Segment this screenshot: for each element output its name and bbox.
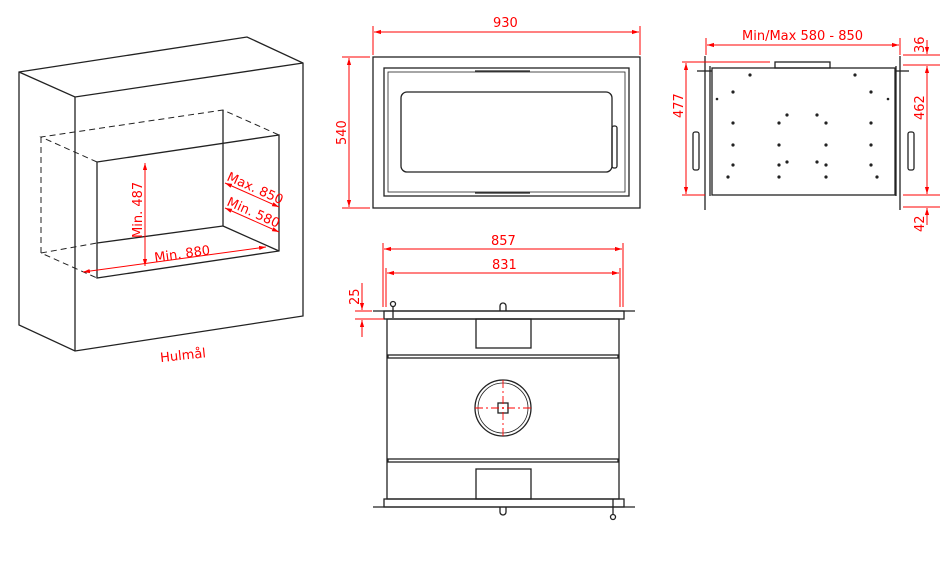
door-handle: [611, 125, 618, 169]
front-width-label: 930: [493, 16, 518, 31]
depth-range-label: Min/Max 580 - 850: [742, 29, 863, 44]
recess-isometric-view: Min. 487 Min. 880 Max. 850 Min. 580 Hulm…: [18, 36, 304, 366]
left-handle: [692, 131, 700, 171]
side-view: Min/Max 580 - 850 477 36 462 42: [672, 29, 940, 232]
side-body: [711, 67, 896, 196]
min-height-label: Min. 487: [131, 182, 146, 238]
top-view: 857 831 25: [348, 234, 635, 521]
outer-width-label: 857: [491, 234, 516, 249]
bottom-hatch: [475, 468, 532, 500]
glass-door: [400, 91, 613, 173]
body-height-label: 462: [913, 95, 928, 120]
bolt-holes: [715, 73, 890, 179]
wall-outline: [18, 36, 304, 352]
front-frame: [372, 56, 641, 209]
inner-width-label: 831: [492, 258, 517, 273]
front-height-label: 540: [335, 120, 350, 145]
front-view: 930 540: [335, 16, 641, 209]
hidden-edges: [39, 109, 280, 163]
recess-caption: Hulmål: [159, 346, 206, 366]
top-offset-label: 36: [913, 36, 928, 53]
wall-top-edge: [18, 62, 304, 98]
right-handle: [907, 131, 915, 171]
bottom-offset-label: 42: [913, 215, 928, 232]
flange-label: 25: [348, 288, 363, 305]
top-hatch: [475, 318, 532, 349]
side-height-label: 477: [672, 93, 687, 118]
